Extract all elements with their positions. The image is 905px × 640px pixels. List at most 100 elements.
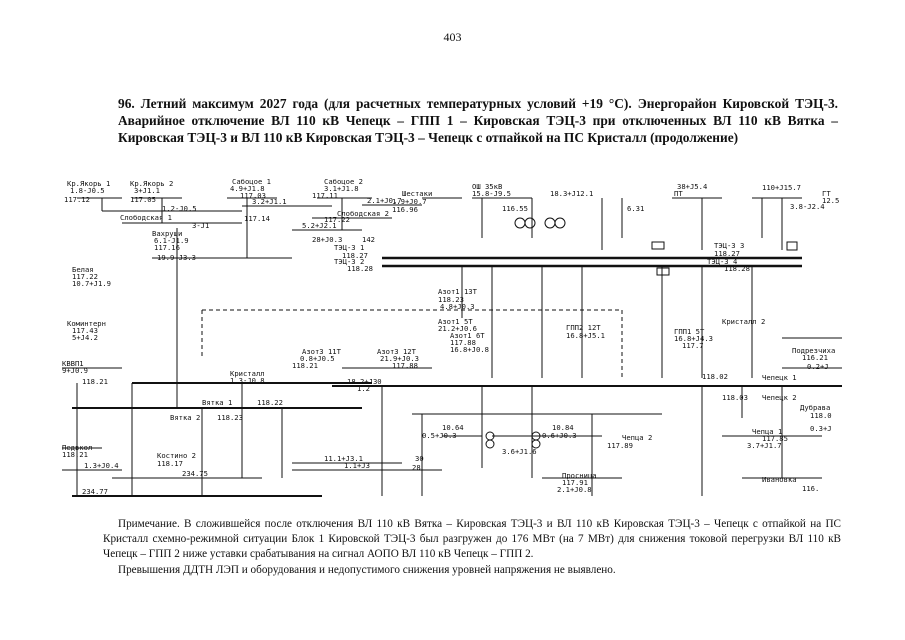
label-sabodskoe-2: Сабоцое 2 xyxy=(324,178,363,186)
flow-label: 1.2-J0.5 xyxy=(162,204,197,213)
val-slobodskaya-1b: 117.14 xyxy=(244,214,270,223)
val-slobodskaya-1: 3-J1 xyxy=(192,221,209,230)
heading-number: 96. xyxy=(118,96,135,111)
val-chepca-2: 117.89 xyxy=(607,441,633,450)
label-prosnitsa: Просница xyxy=(562,471,597,480)
val-osh-b: 116.55 xyxy=(502,204,528,213)
flow-labels: 1.2-J0.5 3.2+J1.1 2.1+J0.7 18.3+J12.1 6.… xyxy=(84,183,839,472)
val-belaya-b: 10.7+J1.9 xyxy=(72,279,111,288)
label-pt: ПТ xyxy=(674,189,683,198)
label-azot1-13t: Азот1 13Т xyxy=(438,287,478,296)
val-azot3-12t-b: 117.88 xyxy=(392,361,418,370)
val-kr-yakor-1: 1.8-J0.5 xyxy=(70,186,105,195)
label-gpp2-12t: ГПП2 12Т xyxy=(566,323,601,332)
label-azot3-12t: Азот3 12Т xyxy=(377,347,417,356)
val-sabodskoe-2: 3.1+J1.8 xyxy=(324,184,359,193)
label-kr-yakor-2: Кр.Якорь 2 xyxy=(130,179,173,188)
flow-label: 3.6+J1.6 xyxy=(502,447,537,456)
val-prosnitsa-b: 2.1+J0.8 xyxy=(557,485,592,494)
grid-diagram: Кр.Якорь 1 1.8-J0.5 117.12 Кр.Якорь 2 3+… xyxy=(62,178,842,508)
val-azot3-12t: 21.9+J0.3 xyxy=(380,354,419,363)
val-podrezchikha: 116.21 xyxy=(802,353,828,362)
val-slobodskaya-2: 5.2+J2.1 xyxy=(302,221,337,230)
val-gpp2-12t: 16.8+J5.1 xyxy=(566,331,605,340)
page-number: 403 xyxy=(443,30,462,44)
val-komintern-b: 5+J4.2 xyxy=(72,333,98,342)
flow-label: 1.3+J0.4 xyxy=(84,461,119,470)
val-kr-yakor-2: 3+J1.1 xyxy=(134,186,160,195)
val-azot1-5t: 21.2+J0.6 xyxy=(438,324,477,333)
flow-label: 142 xyxy=(362,235,375,244)
flow-label: 2.1+J0.7 xyxy=(367,196,402,205)
diagram-wires xyxy=(62,197,842,497)
label-podrezchikha: Подрезчиха xyxy=(792,346,835,355)
val-vyatka-1b: 234.75 xyxy=(182,469,208,478)
label-gt: ГТ xyxy=(822,189,831,198)
flow-label: 10.84 xyxy=(552,423,574,432)
flow-label: 30 xyxy=(415,454,424,463)
flow-label: 11.1+J3.1 xyxy=(324,454,363,463)
val-kvvp1-b: 118.21 xyxy=(82,377,108,386)
val-azot1-6t: 117.88 xyxy=(450,338,476,347)
val-chepca-1b: 3.7+J1.7 xyxy=(747,441,782,450)
note-conclusion: Превышения ДДТН ЛЭП и оборудования и нед… xyxy=(118,564,616,576)
val-pedvkol: 118.21 xyxy=(62,450,88,459)
val-pt: 38+J5.4 xyxy=(677,182,707,191)
label-vyatka-1: Вятка 1 xyxy=(202,398,232,407)
val-belaya: 117.22 xyxy=(72,272,98,281)
val-kr-yakor-2b: 117.05 xyxy=(130,195,156,204)
val-vyatka-2: 118.23 xyxy=(217,413,243,422)
label-sabodskoe-1: Сабоцое 1 xyxy=(232,178,271,186)
grid-diagram-svg: Кр.Якорь 1 1.8-J0.5 117.12 Кр.Якорь 2 3+… xyxy=(62,178,842,497)
label-kostino-2: Костино 2 xyxy=(157,451,196,460)
val-kvvp1: 9+J0.9 xyxy=(62,366,88,375)
label-slobodskaya-2: Слободская 2 xyxy=(337,209,389,218)
label-kristall: Кристалл xyxy=(230,369,265,378)
note-text-1: Примечание. В сложившейся после отключен… xyxy=(103,518,841,560)
val-gt: 3.8-J2.4 xyxy=(790,202,825,211)
val-kostino-2: 118.17 xyxy=(157,459,183,468)
val-sabodskoe-1b: 117.03 xyxy=(240,191,266,200)
val-chepetsk-1: 118.02 xyxy=(702,372,728,381)
val-shestaki: 1.9+J0.7 xyxy=(392,197,427,206)
val-podrezchikha-b: 0.2+J xyxy=(807,362,829,371)
flow-label: 28+J0.3 xyxy=(312,235,342,244)
label-vyatka-2: Вятка 2 xyxy=(170,413,200,422)
val-sabodskoe-1: 4.9+J1.8 xyxy=(230,184,265,193)
section-heading: 96.Летний максимум 2027 года (для расчет… xyxy=(118,95,838,146)
flow-label: 0.6+J0.3 xyxy=(542,431,577,440)
val-chepca-1: 117.85 xyxy=(762,434,788,443)
val-shestaki-b: 116.96 xyxy=(392,205,418,214)
label-osh: ОШ 35кВ xyxy=(472,182,502,191)
flow-label: 12.5 xyxy=(822,196,839,205)
val-gpp1-5t: 16.8+J4.3 xyxy=(674,334,713,343)
val-vakhrushi: 6.1-J1.9 xyxy=(154,236,189,245)
label-tec3-4: ТЭЦ-3 4 xyxy=(707,257,737,266)
label-chepetsk-1: Чепецк 1 xyxy=(762,373,797,382)
flow-label: 110+J15.7 xyxy=(762,183,801,192)
label-chepca-2: Чепца 2 xyxy=(622,433,652,442)
label-kvvp1: КВВП1 xyxy=(62,359,84,368)
label-kr-yakor-1: Кр.Якорь 1 xyxy=(67,179,110,188)
label-dubrava: Дубрава xyxy=(800,403,830,412)
val-slobodskaya-2b: 117.22 xyxy=(324,215,350,224)
label-kristall-2: Кристалл 2 xyxy=(722,317,765,326)
val-azot1-13t-b: 4.8+J0.3 xyxy=(440,302,475,311)
val-tec3-4: 118.28 xyxy=(724,264,750,273)
val-dubrava: 118.0 xyxy=(810,411,832,420)
label-vakhrushi: Вахруши xyxy=(152,229,182,238)
label-ivanovka: Ивановка xyxy=(762,475,797,484)
label-chepca-1: Чепца 1 xyxy=(752,427,782,436)
label-azot1-6t: Азот1 6Т xyxy=(450,331,485,340)
val-vyatka-1: 118.22 xyxy=(257,398,283,407)
val-azot1-6t-b: 16.8+J0.8 xyxy=(450,345,489,354)
flow-label: 19.9-J3.3 xyxy=(157,253,196,262)
heading-text: Летний максимум 2027 года (для расчетных… xyxy=(118,96,838,145)
val-tec3-2: 118.28 xyxy=(347,264,373,273)
val-vakhrushi-b: 117.16 xyxy=(154,243,180,252)
flow-label: 28 xyxy=(412,463,421,472)
label-pedvkol: Педвкол xyxy=(62,443,92,452)
note-paragraph: Примечание. В сложившейся после отключен… xyxy=(103,517,841,562)
val-tec3-1: 118.27 xyxy=(342,251,368,260)
val-kr-yakor-1b: 117.12 xyxy=(64,195,90,204)
